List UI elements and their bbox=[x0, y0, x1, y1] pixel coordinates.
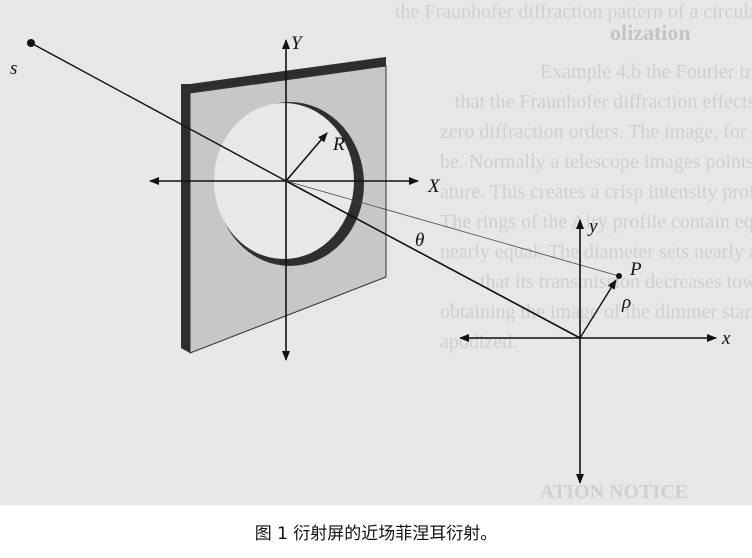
bg-line-4: zero diffraction orders. The image, for … bbox=[440, 121, 752, 143]
bg-line-5: be. Normally a telescope images points o… bbox=[440, 151, 752, 173]
bg-line-12: ATION NOTICE bbox=[540, 481, 688, 503]
label-theta: θ bbox=[415, 230, 424, 251]
observation-point-P bbox=[616, 273, 622, 279]
screen-side-edge bbox=[181, 84, 190, 353]
bg-line-6: ature. This creates a crisp intensity pr… bbox=[440, 181, 752, 203]
label-P: P bbox=[629, 259, 642, 280]
label-R: R bbox=[332, 134, 345, 155]
label-X: X bbox=[427, 176, 441, 197]
optical-axis bbox=[285, 180, 581, 339]
label-x: x bbox=[721, 328, 731, 349]
bg-line-1: olization bbox=[610, 20, 691, 45]
bg-line-11: apodized. bbox=[440, 331, 517, 353]
label-rho: ρ bbox=[621, 292, 631, 313]
bg-line-7: The rings of the Airy profile contain eq… bbox=[440, 211, 752, 233]
aperture-axes bbox=[149, 39, 419, 361]
diffraction-ray bbox=[285, 180, 620, 277]
bg-line-9: that its transmission decreases toward t… bbox=[480, 271, 752, 293]
bg-line-0: the Fraunhofer diffraction pattern of a … bbox=[395, 1, 752, 23]
bg-line-2: Example 4.b the Fourier transform of a c… bbox=[540, 61, 752, 83]
screen-top-edge bbox=[190, 57, 386, 93]
bg-line-3: that the Fraunhofer diffraction effects … bbox=[455, 91, 752, 113]
rho-arrow bbox=[579, 279, 617, 339]
label-s: s bbox=[10, 58, 17, 79]
fresnel-diffraction-diagram: the Fraunhofer diffraction pattern of a … bbox=[0, 0, 752, 505]
bg-line-8: nearly equal. The diameter sets nearly a… bbox=[440, 241, 752, 263]
incident-ray bbox=[30, 42, 287, 182]
radius-R-arrow bbox=[285, 132, 328, 182]
background-page-text: the Fraunhofer diffraction pattern of a … bbox=[395, 1, 752, 503]
label-Y: Y bbox=[291, 33, 304, 54]
figure-caption: 图 1 衍射屏的近场菲涅耳衍射。 bbox=[254, 524, 498, 544]
source-point bbox=[27, 39, 35, 47]
observation-axes bbox=[459, 219, 717, 484]
label-y: y bbox=[587, 216, 598, 237]
